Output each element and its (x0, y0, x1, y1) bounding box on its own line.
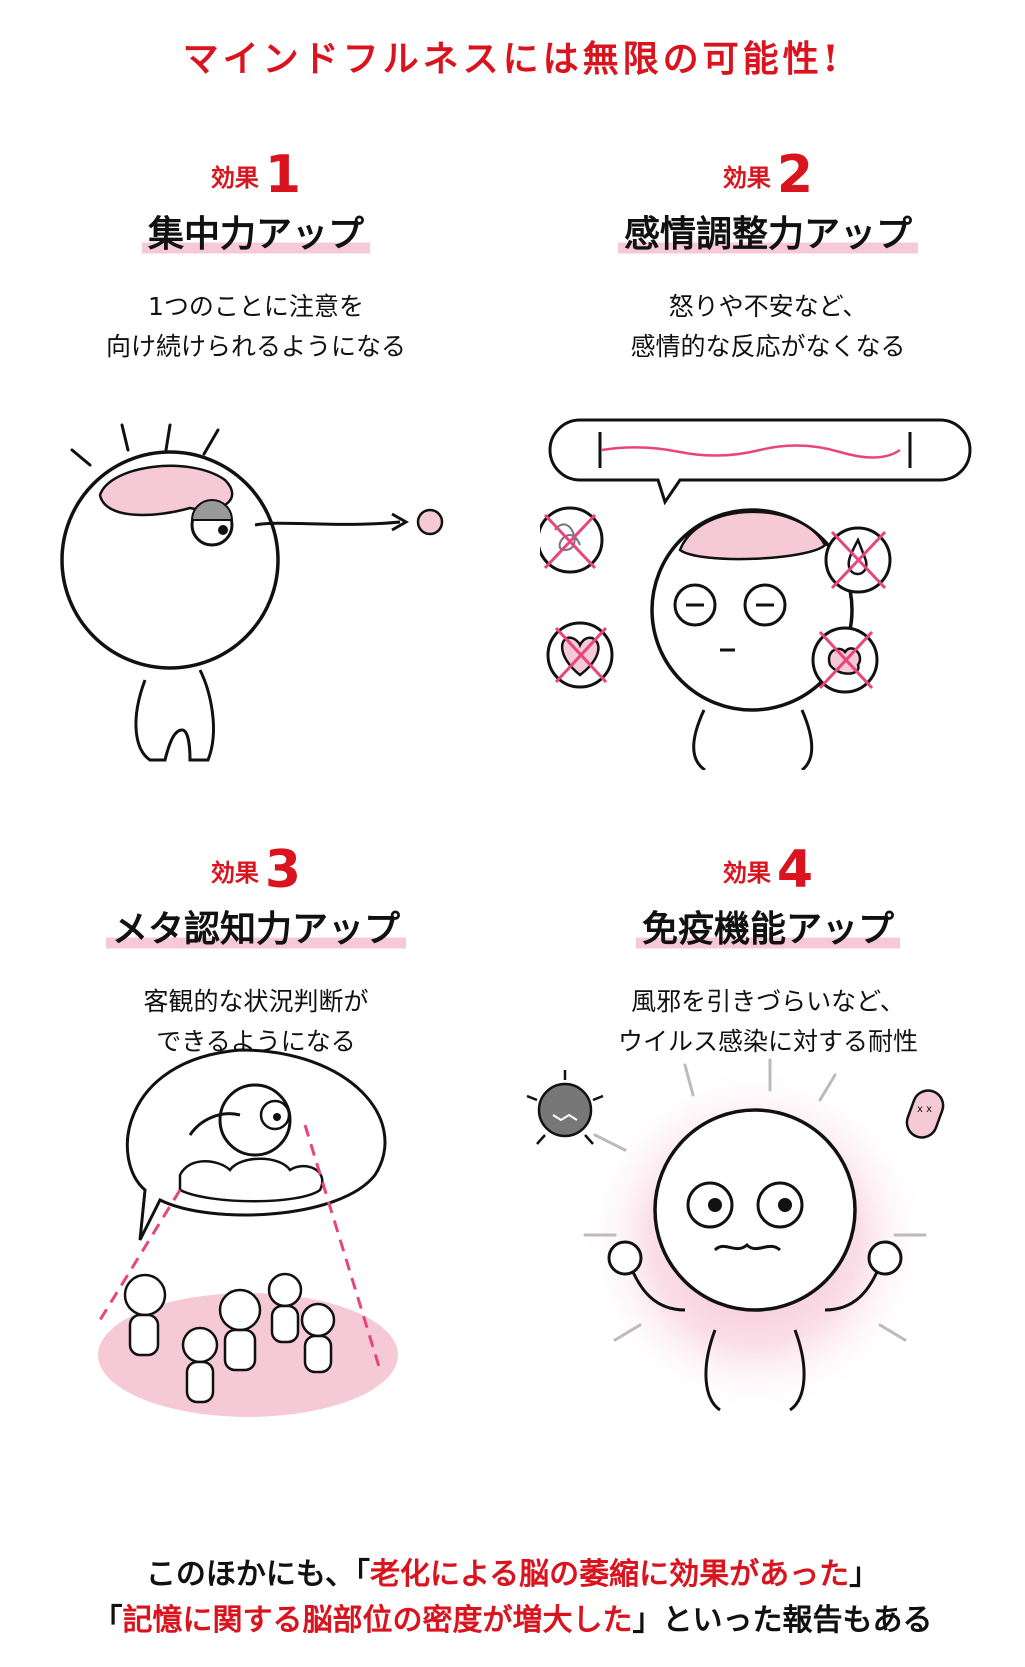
effect-number: 3 (264, 840, 302, 900)
fist-icon (867, 1240, 903, 1276)
anger-drop-bubble-icon (824, 526, 892, 594)
brain-icon (98, 464, 234, 517)
head-icon (653, 1108, 857, 1312)
footer-highlight: 記憶に関する脳部位の密度が増大した (122, 1603, 633, 1638)
virus-icon (526, 1070, 604, 1145)
immunity-illustration: x x (526, 1058, 945, 1415)
footer-line-2: 「記憶に関する脳部位の密度が増大した」といった報告もある (92, 1603, 933, 1638)
footer-note: このほかにも、「老化による脳の萎縮に効果があった」 「記憶に関する脳部位の密度が… (0, 1552, 1025, 1644)
effect-number: 4 (776, 840, 814, 900)
footer-highlight: 老化による脳の萎縮に効果があった (370, 1557, 850, 1592)
effect-heading: 感情調整力アップ (617, 211, 918, 257)
effect-heading: メタ認知力アップ (105, 906, 406, 952)
effect-number: 2 (776, 145, 814, 205)
footer-line-1: このほかにも、「老化による脳の萎縮に効果があった」 (145, 1557, 880, 1592)
effect-heading: 集中力アップ (141, 211, 370, 257)
focus-lines-icon (70, 423, 220, 467)
speech-bubble-icon (548, 418, 972, 506)
emotion-illustration (540, 418, 972, 770)
people-icon (123, 1272, 336, 1404)
focus-illustration (60, 423, 444, 762)
effect-description: 怒りや不安など、 感情的な反応がなくなる (630, 292, 906, 361)
effect-description: 風邪を引きづらいなど、 ウイルス感染に対する耐性 (617, 987, 918, 1056)
broken-heart-bubble-icon (546, 621, 614, 689)
bacteria-icon: x x (905, 1089, 945, 1139)
svg-text:x x: x x (917, 1104, 932, 1115)
fist-icon (607, 1240, 643, 1276)
gaze-arrow (254, 520, 401, 527)
anxiety-bubble-icon (540, 506, 604, 574)
brain-icon (678, 510, 827, 561)
cloud-icon (178, 1157, 324, 1203)
page-title: マインドフルネスには無限の可能性! (182, 38, 843, 80)
body-icon (134, 669, 215, 762)
effect-number: 1 (264, 145, 302, 205)
target-dot-icon (416, 508, 444, 536)
effect-description: 1つのことに注意を 向け続けられるようになる (105, 292, 406, 361)
frustration-bubble-icon (811, 626, 879, 694)
effect-heading: 免疫機能アップ (635, 906, 900, 952)
effect-description: 客観的な状況判断が できるようになる (143, 987, 369, 1056)
metacognition-illustration (98, 1048, 398, 1417)
